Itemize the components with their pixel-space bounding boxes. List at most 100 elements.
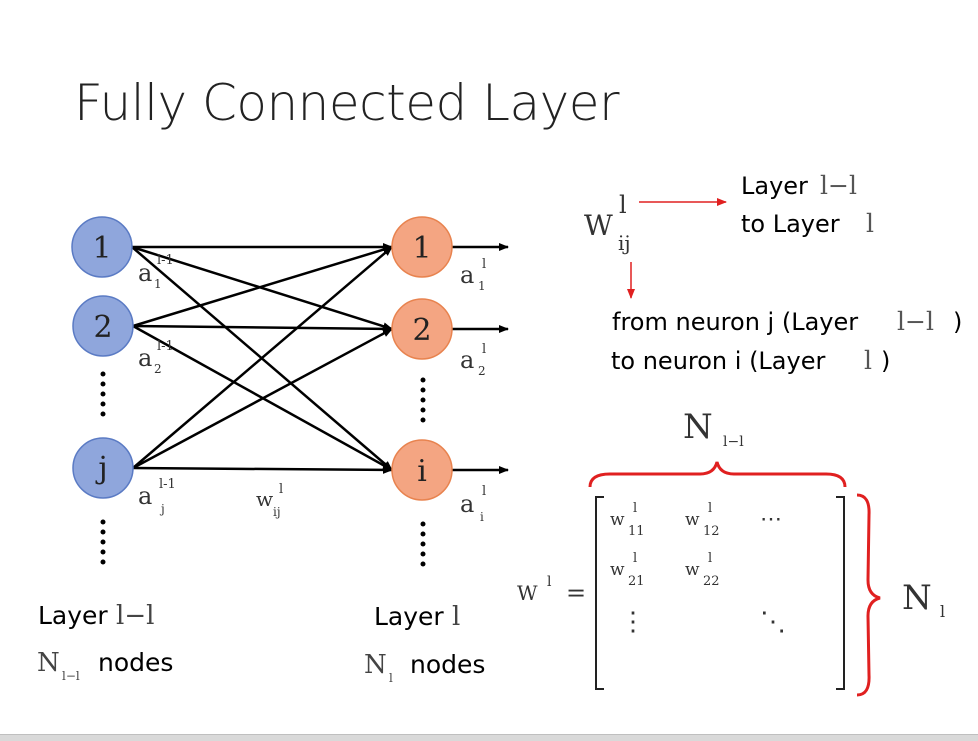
caption-text: Layer bbox=[38, 601, 108, 630]
activation-base: a bbox=[138, 259, 152, 287]
cols-label-sub: l−l bbox=[723, 434, 744, 450]
matrix-rows-label: N l bbox=[902, 578, 945, 621]
input-node-circle bbox=[72, 437, 134, 499]
input-layer-caption: Layer l−l N l−l nodes bbox=[37, 601, 173, 683]
weight-sup: l bbox=[279, 482, 283, 497]
activation-sup: l-1 bbox=[157, 253, 174, 268]
input-node-circle bbox=[71, 216, 133, 278]
output-arrow-group bbox=[452, 243, 509, 474]
output-node-label: 2 bbox=[412, 313, 431, 348]
entry-base: w bbox=[685, 560, 700, 580]
activation-sub: 2 bbox=[478, 364, 486, 378]
activation-sup: l-1 bbox=[159, 477, 176, 492]
input-node-label: j bbox=[95, 451, 107, 486]
rows-label-base: N bbox=[902, 578, 932, 618]
layer-note-text: to Layer bbox=[741, 210, 840, 238]
output-node-circle bbox=[391, 216, 453, 278]
weight-symbol-sub: ij bbox=[618, 231, 631, 255]
input-node-circle bbox=[72, 295, 134, 357]
activation-base: a bbox=[460, 261, 474, 289]
neuron-note-text: ) bbox=[953, 308, 962, 336]
entry-sub: 11 bbox=[628, 524, 645, 539]
cols-brace bbox=[588, 461, 847, 488]
output-vdots-upper bbox=[420, 377, 426, 423]
edge-3-to-2 bbox=[132, 327, 393, 470]
slide-bottom-border bbox=[0, 734, 978, 741]
activation-base: a bbox=[460, 346, 474, 374]
weight-base: w bbox=[256, 487, 273, 511]
entry-base: w bbox=[685, 510, 700, 530]
weight-symbol-sup: l bbox=[619, 191, 627, 219]
matrix-ddots: ⋱ bbox=[760, 607, 786, 637]
layer-note-math: l bbox=[866, 209, 874, 238]
matrix-lhs-sup: l bbox=[547, 574, 552, 590]
input-node-label: 1 bbox=[92, 231, 111, 266]
caption-math: l bbox=[452, 602, 460, 632]
output-node-label: i bbox=[417, 454, 427, 489]
entry-sup: l bbox=[633, 551, 637, 566]
input-node-label: 2 bbox=[93, 310, 112, 345]
matrix-entry-12: w 12 l bbox=[685, 501, 720, 539]
layer-note-text: Layer bbox=[741, 172, 808, 200]
layer-note: Layer l−l to Layer l bbox=[741, 171, 874, 238]
entry-base: w bbox=[610, 560, 625, 580]
neuron-note-math: l bbox=[864, 346, 872, 375]
cols-label-base: N bbox=[683, 407, 713, 447]
activation-base: a bbox=[138, 344, 152, 372]
matrix-hdots: ⋯ bbox=[760, 507, 782, 532]
edge-3-to-3 bbox=[132, 465, 393, 474]
matrix-lhs-base: W bbox=[517, 581, 538, 605]
output-node-2: 2 bbox=[391, 298, 453, 360]
count-sub: l−l bbox=[62, 669, 80, 683]
rows-label-sub: l bbox=[940, 602, 945, 621]
output-node-circle bbox=[391, 439, 453, 501]
output-activation-2: a 2 l bbox=[460, 342, 486, 378]
edge-group bbox=[131, 243, 393, 474]
activation-sub: 1 bbox=[478, 279, 486, 293]
output-activation-i: a i l bbox=[460, 484, 486, 524]
input-activation-1: a 1 l-1 bbox=[138, 253, 174, 291]
matrix-left-bracket bbox=[595, 496, 604, 690]
weight-sub: ij bbox=[273, 505, 281, 519]
activation-sup: l bbox=[482, 484, 486, 499]
output-vdots-lower bbox=[420, 521, 426, 567]
count-suffix: nodes bbox=[98, 648, 173, 677]
activation-sub: i bbox=[480, 510, 484, 524]
matrix-entry-11: w 11 l bbox=[610, 501, 645, 539]
output-node-circle bbox=[391, 298, 453, 360]
matrix-entry-21: w 21 l bbox=[610, 551, 645, 589]
entry-base: w bbox=[610, 510, 625, 530]
rows-brace bbox=[856, 493, 881, 697]
neuron-note-text: from neuron j (Layer bbox=[612, 308, 858, 336]
edge-1-to-2 bbox=[131, 245, 393, 331]
neuron-note: from neuron j (Layer l−l ) to neuron i (… bbox=[611, 307, 962, 375]
input-vdots-upper bbox=[100, 371, 106, 417]
output-layer-caption: Layer l N l nodes bbox=[364, 602, 485, 685]
activation-base: a bbox=[138, 482, 152, 510]
output-node-i: i bbox=[391, 439, 453, 501]
activation-base: a bbox=[460, 490, 474, 518]
activation-sub: 1 bbox=[154, 277, 162, 291]
matrix-entry-22: w 22 l bbox=[685, 551, 720, 589]
input-node-j: j bbox=[72, 437, 134, 499]
entry-sup: l bbox=[708, 501, 712, 516]
activation-sup: l bbox=[482, 257, 486, 272]
activation-sub: j bbox=[159, 502, 165, 516]
input-activation-2: a 2 l-1 bbox=[138, 339, 174, 376]
input-vdots-lower bbox=[100, 519, 106, 565]
entry-sup: l bbox=[633, 501, 637, 516]
weight-symbol-base: W bbox=[584, 209, 613, 242]
edge-2-to-1 bbox=[132, 245, 393, 328]
output-node-1: 1 bbox=[391, 216, 453, 278]
input-activation-j: a j l-1 bbox=[138, 477, 176, 516]
matrix-lhs: W l = bbox=[517, 574, 586, 607]
count-sub: l bbox=[389, 671, 393, 685]
caption-math: l−l bbox=[116, 601, 154, 631]
matrix-right-bracket bbox=[836, 496, 845, 690]
activation-sub: 2 bbox=[154, 362, 162, 376]
count-base: N bbox=[364, 650, 387, 680]
matrix-vdots: ⋮ bbox=[620, 607, 646, 637]
matrix-equals: = bbox=[566, 579, 586, 607]
output-activation-1: a 1 l bbox=[460, 257, 486, 293]
